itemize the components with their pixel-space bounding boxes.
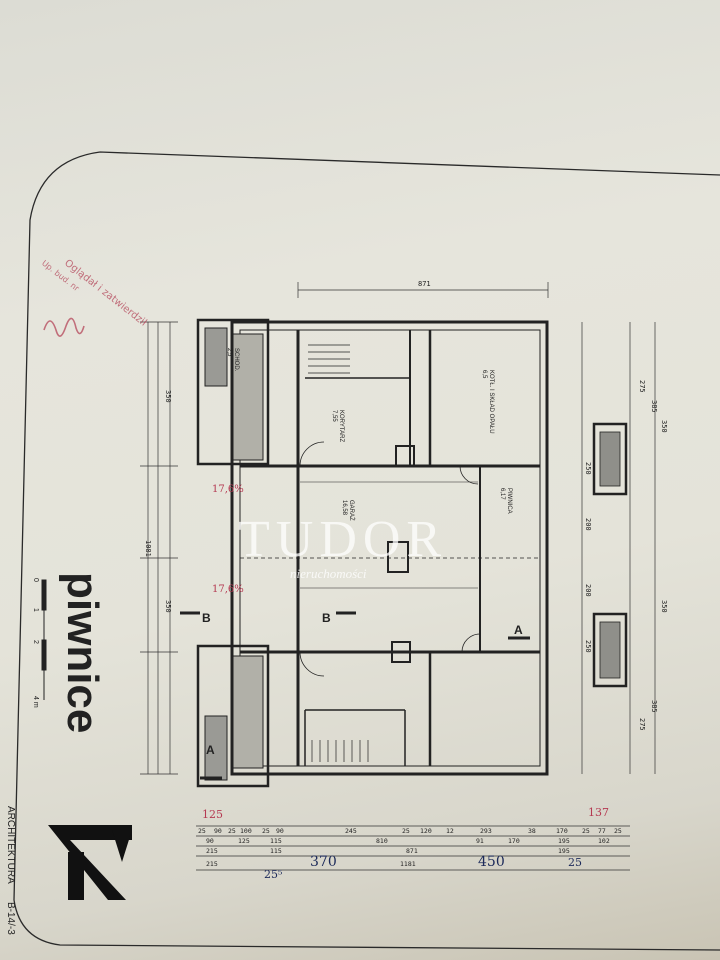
scale-label-2: 2 [32,640,39,644]
bottom-dim-r2-2: 115 [270,837,282,845]
right-dim-10: 275 [638,718,646,731]
bottom-dim-r1-11: 38 [528,827,536,835]
hand-dim-25: 25 [568,856,582,869]
approval-stamp: Oglądał i zatwierdził Up. bud. nr [40,258,149,329]
right-dim-4: 250 [584,462,592,475]
watermark-sub: nieruchomości [290,566,367,581]
room-label-05: SCHOD. [233,348,239,372]
section-marker-a-right: A [514,623,523,637]
right-dimension-lines [581,322,656,774]
room-area-03: 6,17 [499,488,505,500]
scale-bar [41,579,47,700]
room-area-01: 7,55 [331,410,337,422]
left-dim-total: 1081 [144,540,152,557]
bottom-dim-r1-8: 120 [420,827,432,835]
building-plan [180,318,549,788]
hand-dim-137: 137 [588,806,609,819]
bottom-dimension-lines [196,825,630,871]
hand-dim-450: 450 [478,854,505,870]
right-dim-5: 200 [584,518,592,531]
slope-label-1: 17,6% [212,484,244,495]
bottom-dim-r4-1: 1181 [400,860,416,868]
bottom-dim-r1-5: 90 [276,827,284,835]
bottom-dim-r1-2: 25 [228,827,236,835]
room-label-03: PIWNICA [506,488,512,514]
bottom-dim-r4-0: 215 [206,860,218,868]
slope-label-2: 17,6% [212,584,244,595]
bottom-dim-r1-7: 25 [402,827,410,835]
room-area-02: 6,5 [481,370,487,379]
bottom-dim-r2-3: 810 [376,837,388,845]
top-dim-871: 871 [418,280,431,288]
section-marker-a-left: A [206,743,215,757]
room-area-04: 16,58 [341,500,347,516]
bottom-dim-r3-2: 871 [406,847,418,855]
bottom-dim-r1-12: 170 [556,827,568,835]
bottom-dim-r3-1: 115 [270,847,282,855]
right-dim-6: 200 [584,584,592,597]
scale-label-1: 1 [32,608,39,612]
bottom-dim-r1-15: 25 [614,827,622,835]
left-dim-1: 350 [164,390,172,403]
top-dimension-line [297,282,549,298]
svg-text:Oglądał i zatwierdził: Oglądał i zatwierdził [62,258,149,329]
right-dim-3: 350 [660,420,668,433]
section-marker-b-left: B [202,611,211,625]
sheet-code: B-14/-3 [5,902,16,935]
hand-dim-370: 370 [310,854,337,870]
scale-label-0: 0 [32,578,39,582]
room-label-04: GARAŻ [348,500,355,521]
bottom-dim-r1-9: 12 [446,827,454,835]
right-dim-7: 250 [584,640,592,653]
signature [43,317,85,337]
bottom-dim-r2-6: 195 [558,837,570,845]
room-label-02: KOTŁ. I SKŁAD OPAŁU [488,370,494,434]
bottom-dim-r2-7: 102 [598,837,610,845]
firm-label: ARCHITEKTURA [5,806,16,884]
bottom-dim-r3-0: 215 [206,847,218,855]
bottom-dim-r1-6: 245 [345,827,357,835]
bottom-dim-r2-4: 91 [476,837,484,845]
bottom-dim-r1-1: 90 [214,827,222,835]
right-dim-1: 275 [638,380,646,393]
bottom-dim-r2-5: 170 [508,837,520,845]
hand-dim-25-5: 25⁵ [264,868,282,881]
left-dim-2: 350 [164,600,172,613]
bottom-dim-r1-14: 77 [598,827,606,835]
right-dim-8: 350 [660,600,668,613]
bottom-dim-r1-13: 25 [582,827,590,835]
footing-details [592,422,628,688]
room-area-05: 2,5 [226,348,232,357]
bottom-dim-r1-3: 100 [240,827,252,835]
bottom-dim-r2-0: 90 [206,837,214,845]
right-dim-9: 385 [650,700,658,713]
architektura-logo [48,825,132,900]
bottom-dim-r1-4: 25 [262,827,270,835]
bottom-dim-r3-3: 195 [558,847,570,855]
drawing-title: piwnice [58,572,107,733]
bottom-dim-r2-1: 125 [238,837,250,845]
left-dimension-lines [140,321,178,775]
right-dim-2: 385 [650,400,658,413]
scale-label-4m: 4 m [32,696,39,708]
sheet-border [13,151,720,951]
section-marker-b-right: B [322,611,331,625]
bottom-dim-r1-0: 25 [198,827,206,835]
watermark-brand: TUDOR [238,511,447,568]
room-label-01: KORYTARZ [338,410,344,442]
bottom-dim-r1-10: 293 [480,827,492,835]
hand-dim-125: 125 [202,808,223,821]
